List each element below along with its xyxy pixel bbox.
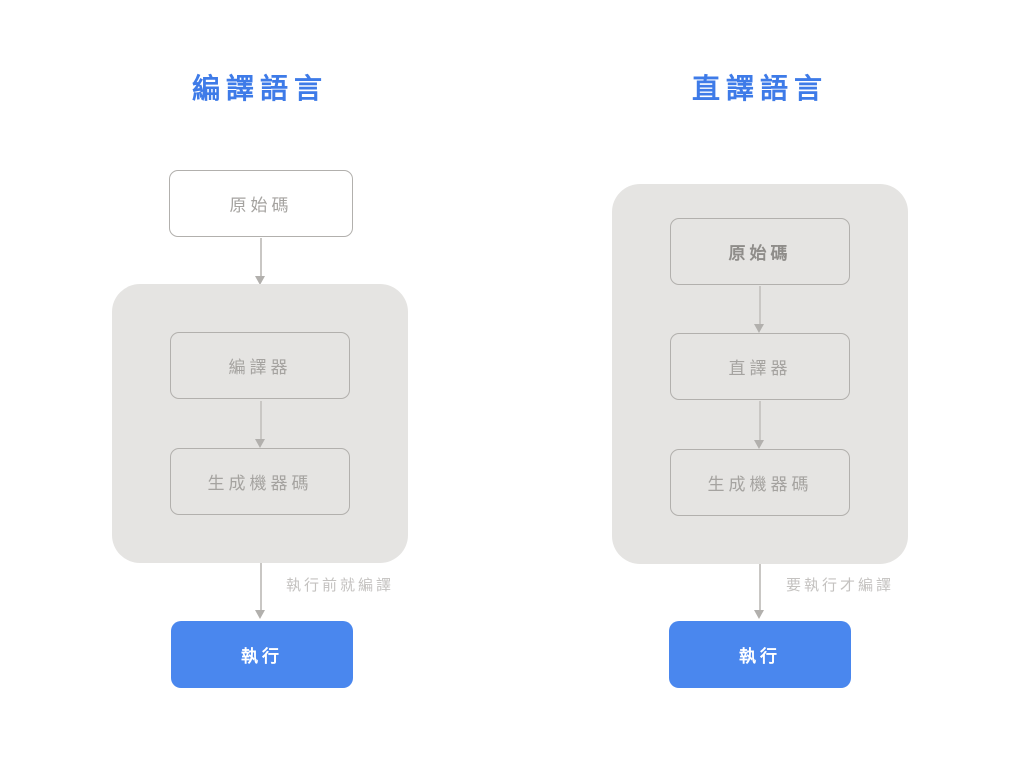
node-source-code-compiled: 原始碼	[169, 170, 353, 237]
node-label: 直譯器	[728, 359, 792, 378]
run-button-label: 執行	[739, 647, 781, 666]
node-label: 生成機器碼	[207, 474, 313, 493]
run-button-interpreted[interactable]: 執行	[669, 621, 851, 688]
node-label: 編譯器	[228, 358, 292, 377]
node-generate-machine-code-compiled: 生成機器碼	[170, 448, 350, 515]
node-label: 原始碼	[229, 196, 293, 215]
column-title-interpreted: 直譯語言	[691, 73, 828, 104]
node-compiler: 編譯器	[170, 332, 350, 399]
column-title-compiled: 編譯語言	[191, 73, 328, 104]
node-generate-machine-code-interpreted: 生成機器碼	[670, 449, 850, 516]
node-label: 原始碼	[728, 244, 792, 263]
run-button-label: 執行	[241, 647, 283, 666]
node-source-code-interpreted: 原始碼	[670, 218, 850, 285]
note-compiled-on-run: 要執行才編譯	[786, 577, 895, 594]
node-label: 生成機器碼	[707, 475, 813, 494]
node-interpreter: 直譯器	[670, 333, 850, 400]
note-compiled-before-run: 執行前就編譯	[286, 577, 395, 594]
run-button-compiled[interactable]: 執行	[171, 621, 353, 688]
stage-container-interpreted	[612, 184, 908, 564]
